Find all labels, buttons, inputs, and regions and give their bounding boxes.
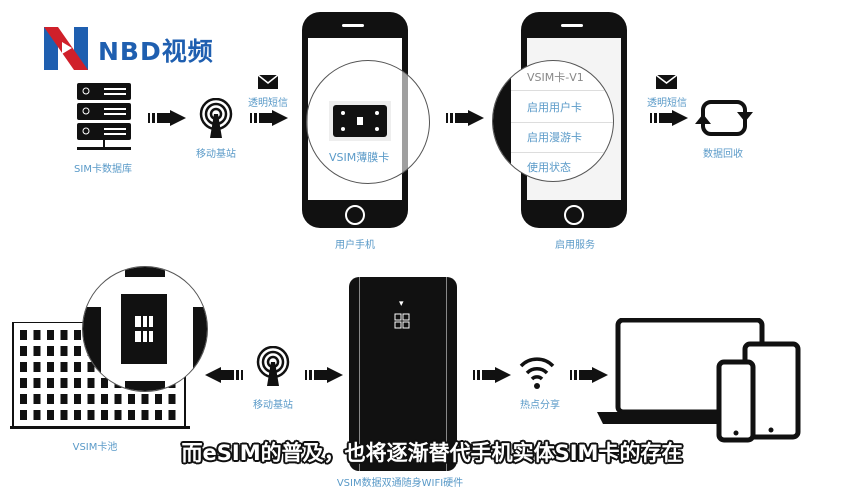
arrow-right-icon	[250, 110, 288, 126]
building-window	[101, 410, 108, 420]
arrow-right-icon	[650, 110, 688, 126]
refresh-icon	[695, 100, 753, 136]
building-window	[87, 394, 95, 404]
building-window	[20, 330, 27, 340]
building-window	[33, 362, 41, 372]
menu-enable-user-card[interactable]: 启用用户卡	[511, 93, 613, 123]
building-window	[168, 410, 176, 420]
building-window	[168, 394, 176, 404]
arrow-right-icon	[473, 367, 511, 383]
sim-slot-zoom-circle	[82, 266, 208, 392]
building-window	[47, 410, 54, 420]
sms-label-2: 透明短信	[647, 98, 687, 109]
menu-enable-roaming-card[interactable]: 启用漫游卡	[511, 123, 613, 153]
building-window	[60, 362, 68, 372]
building-window	[60, 410, 68, 420]
building-window	[20, 362, 27, 372]
building-window	[155, 410, 162, 420]
building-window	[74, 362, 81, 372]
arrow-right-icon	[148, 110, 186, 126]
building-window	[155, 394, 162, 404]
building-window	[20, 410, 27, 420]
building-window	[74, 330, 81, 340]
wifi-small-icon: ▾	[399, 299, 404, 309]
hotspot-label: 热点分享	[520, 400, 560, 411]
wifi-hardware-device: ▾	[349, 277, 457, 471]
card-pool-label: VSIM卡池	[72, 442, 118, 453]
building-window	[101, 394, 108, 404]
building-window	[20, 394, 27, 404]
building-window	[101, 378, 108, 388]
display-digits-icon	[394, 313, 410, 329]
building-window	[33, 346, 41, 356]
building-window	[141, 410, 149, 420]
wifi-icon	[519, 357, 555, 389]
building-window	[114, 394, 122, 404]
vsim-film-label: VSIM薄膜卡	[329, 151, 390, 164]
building-window	[128, 410, 135, 420]
hardware-label: VSIM数据双通随身WIFI硬件	[336, 478, 464, 489]
base-station-icon	[256, 346, 290, 386]
arrow-right-icon	[446, 110, 484, 126]
menu-usage-status[interactable]: 使用状态	[511, 153, 613, 181]
nbd-logo	[44, 27, 88, 70]
logo-text: NBD视频	[98, 37, 214, 66]
server-icon	[77, 83, 131, 150]
vsim-zoom-circle: VSIM薄膜卡	[306, 60, 430, 184]
building-window	[33, 410, 41, 420]
building-window	[33, 394, 41, 404]
building-window	[47, 394, 54, 404]
service-menu-circle: VSIM卡-V1 启用用户卡 启用漫游卡 使用状态	[492, 60, 614, 182]
data-recovery-label: 数据回收	[703, 149, 743, 160]
user-phone-label: 用户手机	[335, 240, 375, 251]
building-window	[74, 378, 81, 388]
building-window	[87, 410, 95, 420]
envelope-icon	[258, 75, 278, 89]
sim-card-icon	[121, 294, 167, 364]
building-window	[47, 346, 54, 356]
building-window	[47, 362, 54, 372]
enable-service-label: 启用服务	[555, 240, 595, 251]
building-window	[60, 330, 68, 340]
building-window	[74, 410, 81, 420]
building-window	[60, 346, 68, 356]
base-station-label-2: 移动基站	[253, 400, 293, 411]
base-station-icon	[199, 98, 233, 138]
arrow-right-icon	[570, 367, 608, 383]
building-window	[47, 378, 54, 388]
building-window	[20, 346, 27, 356]
building-window	[33, 378, 41, 388]
logo-mark-icon	[44, 27, 88, 70]
base-station-label: 移动基站	[196, 149, 236, 160]
building-window	[74, 346, 81, 356]
building-window	[141, 394, 149, 404]
arrow-left-icon	[205, 367, 243, 383]
envelope-icon	[656, 75, 677, 89]
building-window	[114, 410, 122, 420]
menu-header: VSIM卡-V1	[511, 69, 613, 91]
arrow-right-icon	[305, 367, 343, 383]
building-window	[60, 394, 68, 404]
sms-label: 透明短信	[248, 98, 288, 109]
building-window	[60, 378, 68, 388]
sim-chip-icon	[329, 101, 391, 141]
devices-icon	[597, 318, 801, 443]
building-window	[47, 330, 54, 340]
building-window	[20, 378, 27, 388]
building-window	[128, 394, 135, 404]
video-subtitle: 而eSIM的普及，也将逐渐替代手机实体SIM卡的存在	[181, 441, 683, 465]
building-window	[74, 394, 81, 404]
building-window	[33, 330, 41, 340]
sim-database-label: SIM卡数据库	[74, 164, 132, 175]
